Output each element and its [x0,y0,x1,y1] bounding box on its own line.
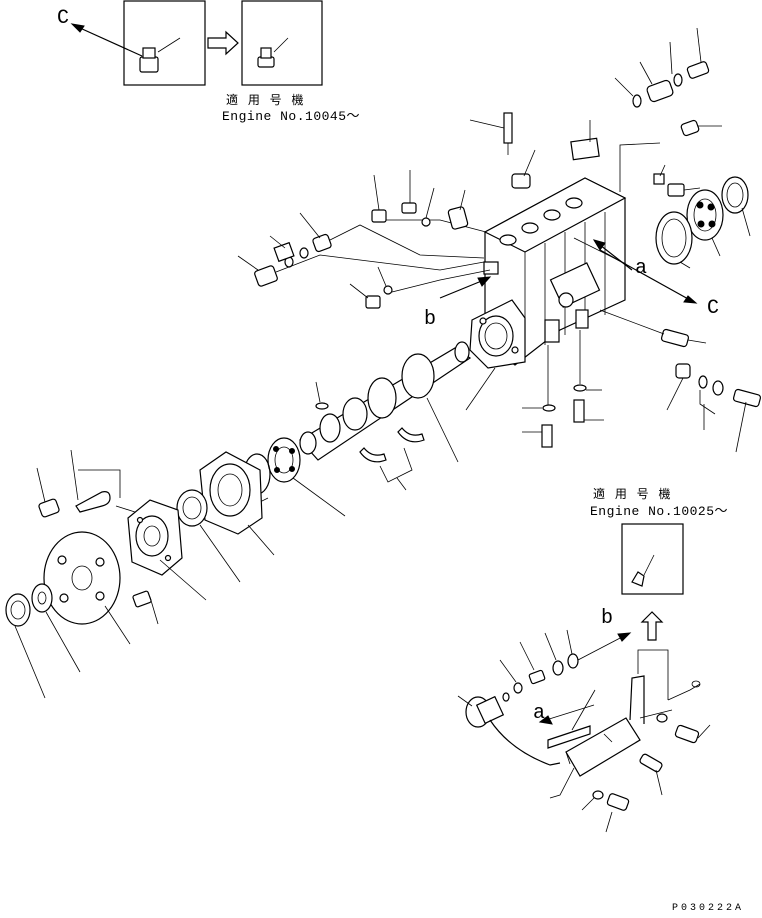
bolt-before-icon [139,37,181,73]
lower-bracket-assembly [457,629,711,833]
label-arrow-b-body: b [424,308,437,331]
label-view-c: C [57,7,70,30]
label-arrow-a-body: a [635,257,648,280]
left-side-bolts [237,170,491,309]
front-cover-stack [36,437,346,625]
drawing-code: P030222A [672,903,745,914]
label-arrow-a-bracket: a [533,702,546,725]
direction-arrows-body [439,239,698,304]
detail-box-right [621,523,684,641]
right-side-bolts [522,309,762,453]
note-top-engine: Engine No.10045～ [222,109,361,124]
note-right-engine: Engine No.10025～ [590,504,729,519]
pump-housing [465,177,627,411]
drive-coupling [5,531,131,699]
detail-view-c [70,0,323,86]
detail-box-after [241,0,323,86]
note-right-applicable: 適 用 号 機 [593,487,674,501]
leader-housing [465,367,496,411]
camshaft [299,341,472,491]
note-top-applicable: 適 用 号 機 [226,93,307,107]
upper-right-parts [469,27,751,269]
clip-icon [631,571,645,587]
change-arrow-icon [207,30,239,56]
label-arrow-c-body: C [707,297,720,320]
gear-icon [721,176,749,214]
up-arrow-icon [640,611,664,641]
detail-box-before [123,0,206,86]
bolt-after-icon [257,37,289,68]
label-arrow-b-bracket: b [601,607,614,630]
